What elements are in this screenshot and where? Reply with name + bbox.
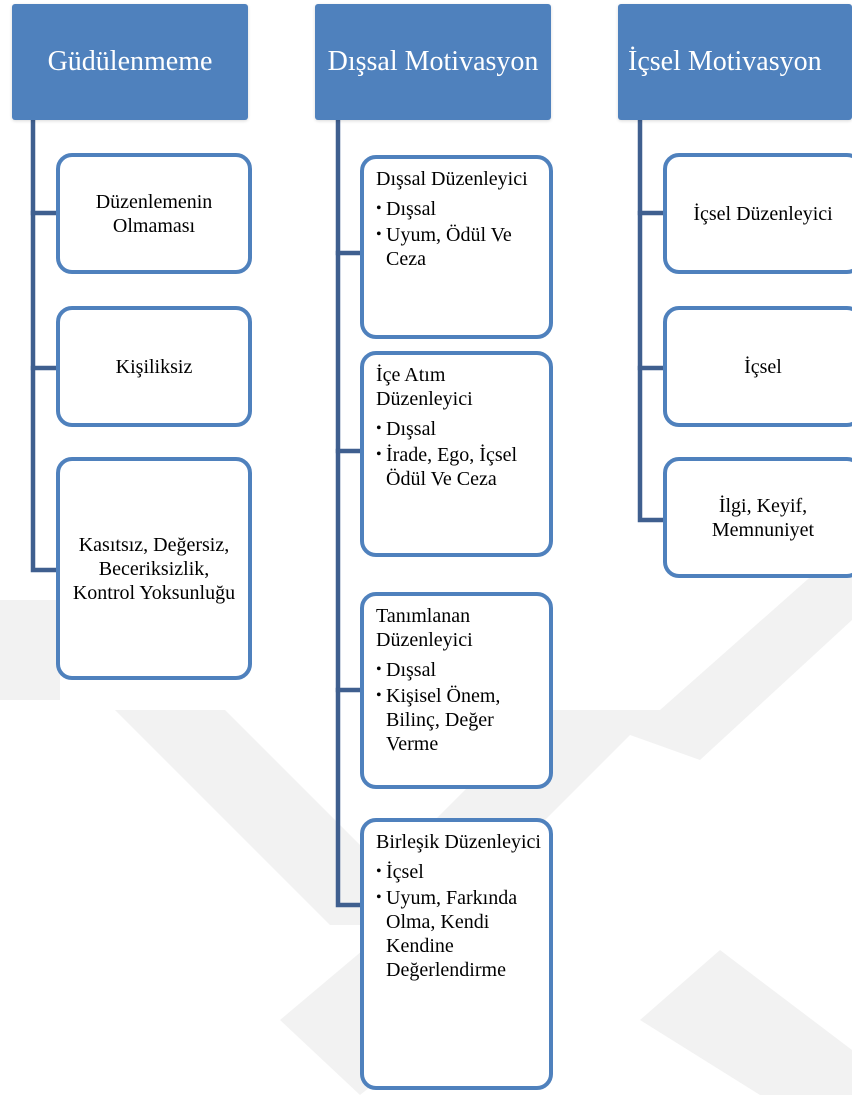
bullet-item: İrade, Ego, İçsel Ödül Ve Ceza xyxy=(376,443,541,491)
card-duzenlemenin-olmamasi: Düzenlemenin Olmaması xyxy=(56,153,252,274)
card-birlesik-duzenleyici: Birleşik Düzenleyici İçsel Uyum, Farkınd… xyxy=(360,818,553,1090)
card-title: İçsel xyxy=(744,355,782,378)
card-title: Kişiliksiz xyxy=(115,355,193,378)
bullet-list: Dışsal Uyum, Ödül Ve Ceza xyxy=(376,197,541,271)
bullet-item: Dışsal xyxy=(376,197,541,221)
header-icsel-motivasyon: İçsel Motivasyon xyxy=(618,4,852,120)
card-ice-atim-duzenleyici: İçe Atım Düzenleyici Dışsal İrade, Ego, … xyxy=(360,351,553,557)
bullet-item: Dışsal xyxy=(376,417,541,441)
card-icsel-duzenleyici: İçsel Düzenleyici xyxy=(663,153,852,274)
card-title: İçe Atım Düzenleyici xyxy=(376,364,473,410)
bullet-list: Dışsal Kişisel Önem, Bilinç, Değer Verme xyxy=(376,658,541,756)
card-title: İçsel Düzenleyici xyxy=(693,202,833,225)
card-tanimlanan-duzenleyici: Tanımlanan Düzenleyici Dışsal Kişisel Ön… xyxy=(360,592,553,789)
card-title: İlgi, Keyif, Memnuniyet xyxy=(711,494,815,541)
card-ilgi-keyif-memnuniyet: İlgi, Keyif, Memnuniyet xyxy=(663,457,852,578)
card-title: Birleşik Düzenleyici xyxy=(376,831,541,853)
card-kasitsiz: Kasıtsız, Değersiz, Beceriksizlik, Kontr… xyxy=(56,457,252,680)
header-gudulenmeme: Güdülenmeme xyxy=(12,4,248,120)
bullet-list: İçsel Uyum, Farkında Olma, Kendi Kendine… xyxy=(376,860,541,982)
card-kisiliksiz: Kişiliksiz xyxy=(56,306,252,427)
card-title: Tanımlanan Düzenleyici xyxy=(376,605,473,651)
bullet-item: İçsel xyxy=(376,860,541,884)
bullet-item: Uyum, Farkında Olma, Kendi Kendine Değer… xyxy=(376,886,541,982)
card-icsel: İçsel xyxy=(663,306,852,427)
card-title: Kasıtsız, Değersiz, Beceriksizlik, Kontr… xyxy=(72,533,236,604)
card-title: Düzenlemenin Olmaması xyxy=(95,190,213,237)
card-title: Dışsal Düzenleyici xyxy=(376,168,528,190)
bullet-item: Uyum, Ödül Ve Ceza xyxy=(376,223,541,271)
header-dissal-motivasyon: Dışsal Motivasyon xyxy=(315,4,551,120)
bullet-item: Kişisel Önem, Bilinç, Değer Verme xyxy=(376,684,541,756)
bullet-item: Dışsal xyxy=(376,658,541,682)
card-dissal-duzenleyici: Dışsal Düzenleyici Dışsal Uyum, Ödül Ve … xyxy=(360,155,553,339)
bullet-list: Dışsal İrade, Ego, İçsel Ödül Ve Ceza xyxy=(376,417,541,491)
